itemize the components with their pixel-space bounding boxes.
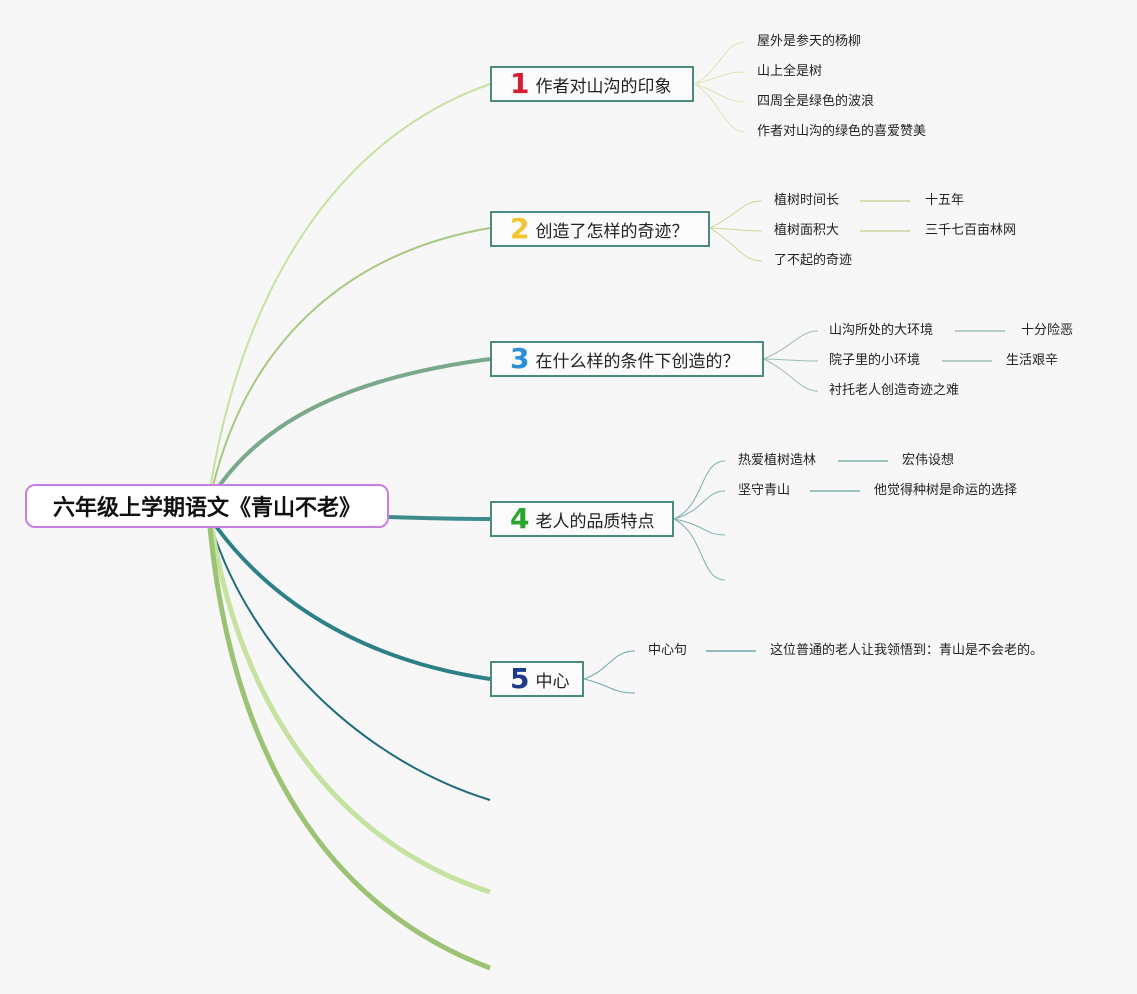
branch-4-node[interactable]: 4 老人的品质特点 (490, 501, 674, 537)
branch-1-label: 作者对山沟的印象 (535, 76, 672, 97)
connector-root-branch-2 (211, 227, 491, 491)
branch-4-label: 老人的品质特点 (535, 511, 655, 532)
branch-3-leaf-connectors (763, 330, 1005, 392)
branch-2-label: 创造了怎样的奇迹？ (535, 221, 689, 242)
branch-2-leaf-3[interactable]: 了不起的奇迹 (774, 253, 853, 268)
branch-3-leaf-2[interactable]: 院子里的小环境 (829, 353, 921, 368)
branch-3-leaf-1-detail[interactable]: 十分险恶 (1021, 323, 1074, 338)
branch-4-leaf-2[interactable]: 坚守青山 (738, 483, 791, 498)
branch-5-leaf-1-detail[interactable]: 这位普通的老人让我领悟到：青山是不会老的。 (770, 643, 1044, 658)
connector-root-branch-3 (213, 357, 491, 494)
branch-5-leaf-1[interactable]: 中心句 (648, 643, 688, 658)
number-4-icon: 4 (510, 502, 530, 535)
branch-2-leaf-2-detail[interactable]: 三千七百亩林网 (925, 223, 1017, 238)
branch-1-leaf-2[interactable]: 山上全是树 (757, 64, 823, 79)
connector-root-branch-5 (213, 523, 491, 681)
number-3-icon: 3 (510, 342, 530, 375)
branch-5-leaf-connectors (583, 650, 756, 694)
branch-2-leaf-2[interactable]: 植树面积大 (774, 223, 840, 238)
branch-1-leaf-connectors (694, 41, 746, 133)
branch-1-leaf-3[interactable]: 四周全是绿色的波浪 (757, 94, 875, 109)
branch-2-node[interactable]: 2 创造了怎样的奇迹？ (490, 211, 710, 247)
branch-1-leaf-1[interactable]: 屋外是参天的杨柳 (757, 34, 862, 49)
number-1-icon: 1 (510, 67, 530, 100)
connector-root-empty-3 (207, 527, 491, 971)
connector-root-branch-4 (388, 515, 491, 521)
branch-3-node[interactable]: 3 在什么样的条件下创造的？ (490, 341, 764, 377)
branch-2-leaf-1[interactable]: 植树时间长 (774, 193, 840, 208)
branch-1-node[interactable]: 1 作者对山沟的印象 (490, 66, 694, 102)
number-2-icon: 2 (510, 212, 530, 245)
branch-2-leaf-connectors (709, 200, 910, 262)
branch-3-leaf-3[interactable]: 衬托老人创造奇迹之难 (829, 383, 960, 398)
branch-5-node[interactable]: 5 中心 (490, 661, 584, 697)
branch-4-leaf-1[interactable]: 热爱植树造林 (738, 453, 817, 468)
branch-5-label: 中心 (535, 671, 570, 692)
connector-root-branch-1 (209, 83, 491, 491)
number-5-icon: 5 (510, 662, 530, 695)
branch-3-label: 在什么样的条件下创造的？ (535, 351, 740, 372)
branch-1-leaf-4[interactable]: 作者对山沟的绿色的喜爱赞美 (757, 124, 927, 139)
branch-3-leaf-1[interactable]: 山沟所处的大环境 (829, 323, 934, 338)
root-title: 六年级上学期语文《青山不老》 (52, 496, 361, 521)
root-node[interactable]: 六年级上学期语文《青山不老》 (25, 484, 389, 528)
connector-root-empty-2 (209, 527, 491, 895)
branch-4-leaf-connectors (673, 460, 888, 581)
branch-3-leaf-2-detail[interactable]: 生活艰辛 (1006, 353, 1059, 368)
branch-4-leaf-2-detail[interactable]: 他觉得种树是命运的选择 (874, 483, 1018, 498)
branch-2-leaf-1-detail[interactable]: 十五年 (925, 193, 965, 208)
branch-4-leaf-1-detail[interactable]: 宏伟设想 (902, 453, 955, 468)
connector-root-empty-1 (211, 527, 491, 801)
